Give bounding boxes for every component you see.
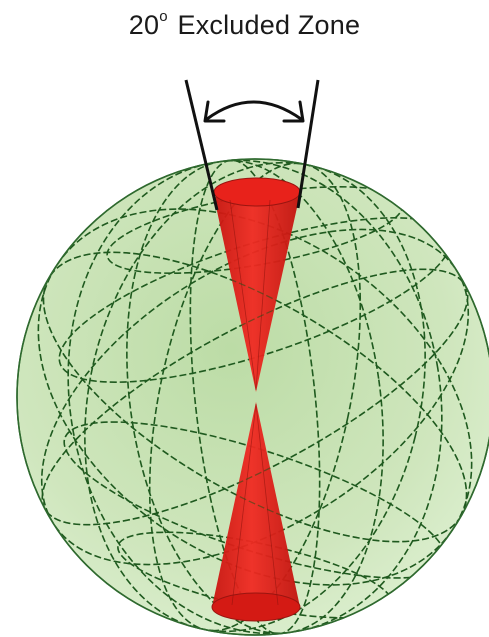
- double-arrow-icon: [205, 102, 303, 121]
